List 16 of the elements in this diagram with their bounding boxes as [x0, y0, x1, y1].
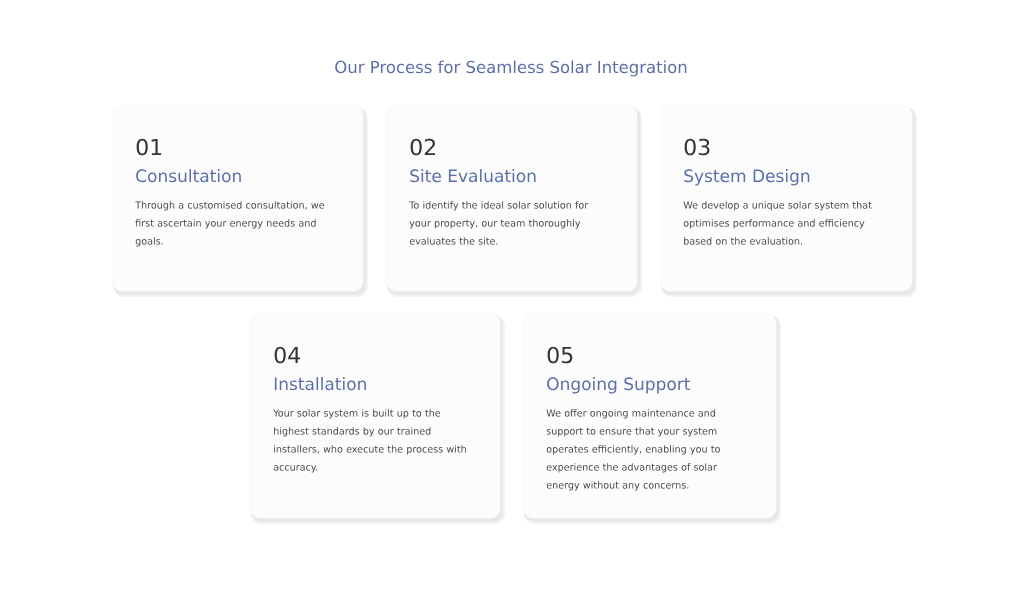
step-description: Through a customised consultation, we first ascertain your energy needs and goals.: [135, 201, 325, 247]
step-number: 03: [684, 138, 710, 156]
step-title: System Design: [684, 169, 810, 186]
step-title: Site Evaluation: [410, 169, 536, 183]
step-title: Ongoing Support: [547, 377, 691, 394]
step-description: We offer ongoing maintenance and support to ensure that your system operates efficiently, enabling you to experience the advantages of solar energy without any concerns.: [546, 409, 720, 491]
step-number: 01: [136, 138, 162, 156]
step-title: Consultation: [136, 169, 241, 183]
step-description: Your solar system is built up to the highest standards by our trained installers, who execute the process with accuracy.: [273, 409, 466, 473]
step-description: To identify the ideal solar solution for your property, our team thoroughly evaluates the site.: [409, 201, 589, 245]
step-number: 05: [547, 346, 573, 364]
section-title: Our Process for Seamless Solar Integration: [335, 60, 687, 77]
step-title: Installation: [274, 377, 366, 391]
step-number: 04: [274, 346, 300, 364]
step-number: 02: [410, 138, 435, 156]
step-description: We develop a unique solar system that optimises performance and efficiency based on the evaluation.: [683, 201, 872, 245]
